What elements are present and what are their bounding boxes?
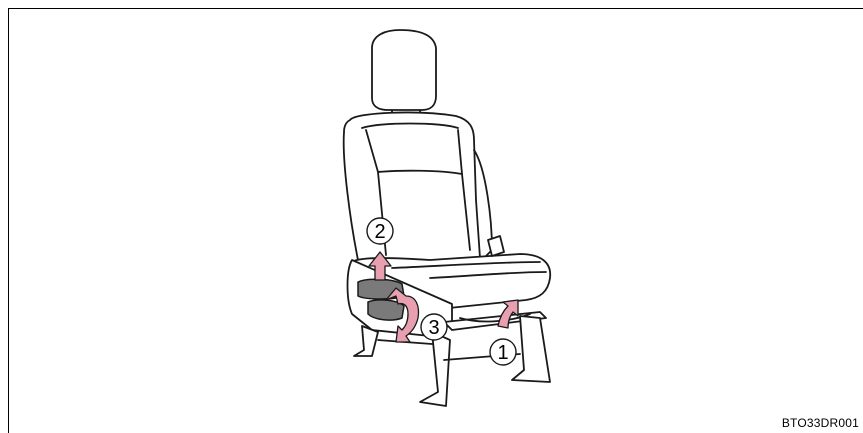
seat-leg-front-right [512,316,550,382]
arrow-1-up [498,300,518,328]
figure-code: BTO33DR001 [782,416,859,430]
callout-1-label: 1 [497,342,508,364]
callout-3-label: 3 [428,317,439,339]
seatback [344,113,480,263]
headrest [372,30,436,110]
seatbelt-buckle [488,236,504,256]
callout-2-label: 2 [374,221,385,243]
seat-leg-rear-left [354,326,378,356]
